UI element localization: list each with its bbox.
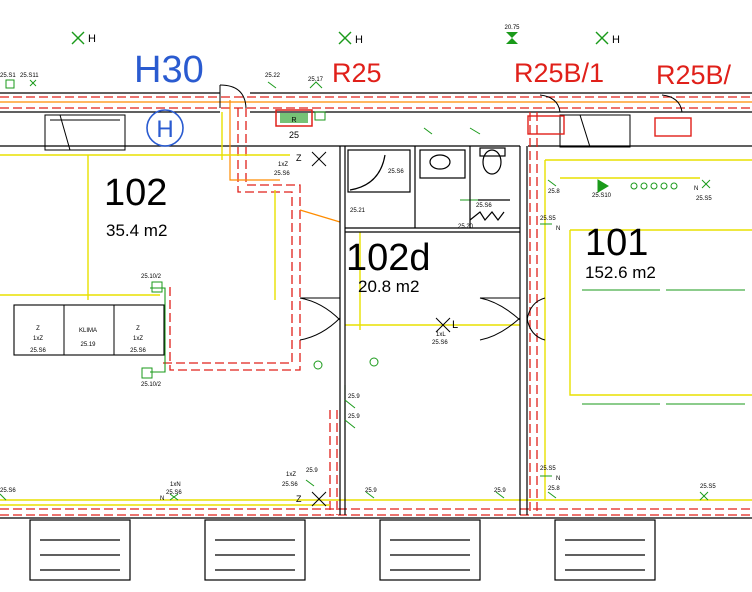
room-102d-area: 20.8 m2 [358, 277, 419, 296]
code-c-9b: 25.9 [348, 414, 360, 420]
yellow-routes [0, 112, 752, 506]
room-101-area: 152.6 m2 [585, 263, 656, 282]
klima-left-line1: Z [36, 326, 40, 332]
klima-mid-line1: KLIMA [79, 328, 97, 334]
klima-right-line2: 1xZ [133, 336, 143, 342]
room-102d-number: 102d [346, 237, 431, 279]
h-circle-marker: H [146, 109, 184, 147]
code-c-s6-c: 25.S6 [432, 340, 448, 346]
code-c-1xl: 1xL [436, 332, 446, 338]
label-r25b: R25B/ [656, 60, 732, 90]
code-c-s10: 25.S10 [592, 193, 612, 199]
room-101-number: 101 [585, 222, 648, 264]
h-circle-label: H [156, 116, 173, 143]
klima-left-line2: 1xZ [33, 336, 43, 342]
code-c-s1: 25.S1 [0, 73, 16, 79]
code-c-8a: 25.8 [548, 189, 560, 195]
hydrant-label-2: H [355, 34, 363, 46]
code-c-n1: N [160, 496, 164, 502]
hydrant-marker-2 [338, 31, 352, 45]
code-c-10-2-top: 25.10/2 [141, 274, 162, 280]
klima-left-line3: 25.S6 [30, 348, 46, 354]
hydrant-label-1: H [88, 33, 96, 45]
klima-right-line1: Z [136, 326, 140, 332]
code-c-s5c: 25.S5 [540, 466, 556, 472]
code-c-s11: 25.S11 [20, 73, 39, 79]
code-c-8b: 25.8 [548, 486, 560, 492]
code-c-1xz-b: 1xZ [286, 472, 296, 478]
distribution-panel: R 25 [275, 109, 692, 140]
code-c-21: 25.21 [350, 208, 366, 214]
klima-mid-line2: 25.19 [80, 342, 96, 348]
code-c-z1: Z [296, 153, 302, 163]
label-h30: H30 [134, 49, 204, 91]
klima-unit: Z 1xZ 25.S6 KLIMA 25.19 Z 1xZ 25.S6 [13, 304, 165, 356]
code-c-s6-wc: 25.S6 [388, 169, 404, 175]
klima-right-line3: 25.S6 [130, 348, 146, 354]
code-c-9e: 25.9 [494, 488, 506, 494]
doors [219, 84, 683, 341]
code-c-z2: Z [296, 494, 302, 504]
label-r25: R25 [332, 58, 382, 88]
windows-top [44, 114, 631, 151]
code-c-s5b: 25.S5 [540, 216, 556, 222]
code-c-20: 25.20 [458, 224, 474, 230]
exterior-wall-bottom [0, 517, 752, 581]
hydrant-marker-3 [595, 31, 609, 45]
small-symbols [0, 79, 711, 501]
interior-walls [339, 146, 528, 515]
orange-routes [0, 100, 752, 223]
hydrant-label-3: H [612, 34, 620, 46]
room-102-number: 102 [104, 172, 167, 214]
code-c-s6-d: 25.S6 [282, 482, 298, 488]
code-c-n3: N [556, 226, 560, 232]
red-dashed-routes [0, 96, 752, 516]
label-r25b1: R25B/1 [514, 58, 604, 88]
code-c-s6-e: 25.S6 [166, 490, 182, 496]
hydrant-marker-1 [71, 31, 85, 45]
code-c-10-2-bot: 25.10/2 [141, 382, 162, 388]
code-c-s6-f: 25.S6 [0, 488, 16, 494]
code-c-s6-b: 25.S6 [476, 203, 492, 209]
code-c-s6-a: 25.S6 [274, 171, 290, 177]
code-c-22: 25.22 [265, 73, 281, 79]
valve-code-top: 20.75 [504, 25, 520, 31]
valve-marker-top [506, 32, 518, 44]
room-102-area: 35.4 m2 [106, 221, 167, 240]
code-c-9a: 25.9 [348, 394, 360, 400]
panel-25-label: 25 [289, 130, 299, 140]
code-c-9c: 25.9 [306, 468, 318, 474]
code-c-l: L [452, 319, 458, 331]
code-c-n4: N [556, 476, 560, 482]
code-c-s5d: 25.S5 [700, 484, 716, 490]
code-c-17: 25.17 [308, 77, 324, 83]
code-c-9d: 25.9 [365, 488, 377, 494]
code-c-1xz-a: 1xZ [278, 162, 288, 168]
panel-r-label: R [291, 117, 296, 124]
black-x-markers [311, 151, 451, 507]
code-labels: 25.S1 25.S11 25.22 25.17 Z 1xZ 25.S6 25.… [0, 73, 716, 504]
code-c-n2: N [694, 186, 698, 192]
code-c-s5a: 25.S5 [696, 196, 712, 202]
code-c-1xn: 1xN [170, 482, 181, 488]
